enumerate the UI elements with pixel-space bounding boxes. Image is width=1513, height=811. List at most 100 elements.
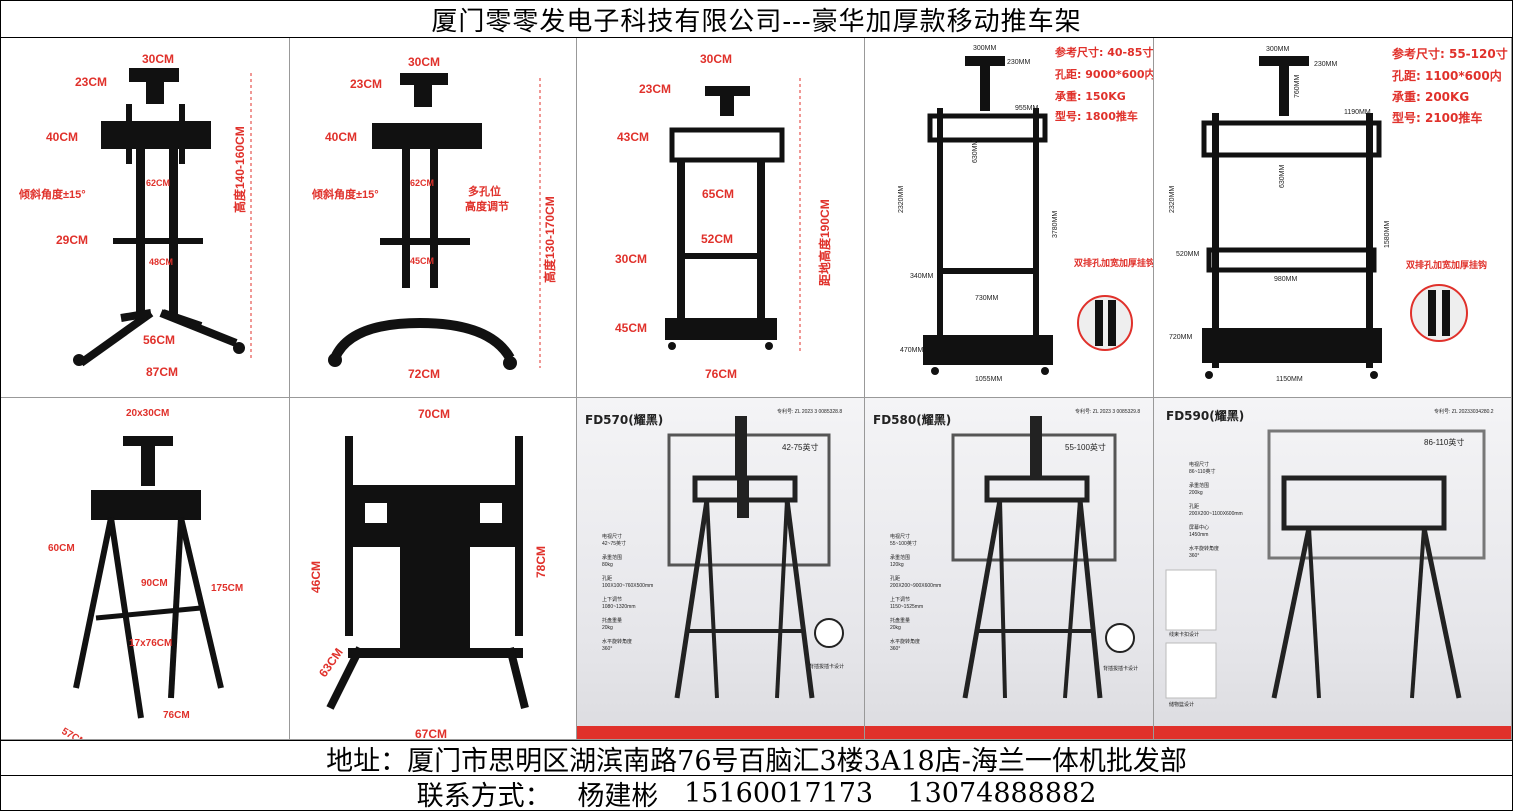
dim-top-6: 20x30CM [126, 408, 169, 419]
feature-10-2: 承重范围 [1189, 482, 1209, 489]
dim-foot-4: 1055MM [975, 376, 1002, 383]
product-cell-2: 30CM 23CM 40CM 倾斜角度±15° 62CM 多孔位 高度调节 45… [290, 38, 577, 398]
dim-panel-6: 60CM [48, 543, 75, 554]
feature-8-0: 电视尺寸 [602, 533, 622, 540]
dim-depth-6: 57CM [60, 726, 89, 740]
feature-8-11: 360° [602, 646, 612, 652]
feature-8-5: 100X100~760X500mm [602, 583, 653, 589]
product-cell-4: 300MM 230MM 955MM 630MM 2320MM 3780MM 34… [865, 38, 1154, 398]
dim-base-h-5: 720MM [1169, 334, 1193, 341]
dim-height-2: 高度130-170CM [542, 196, 557, 283]
feature-10-0: 电视尺寸 [1189, 461, 1209, 468]
dim-pole-5: 760MM [1294, 74, 1301, 98]
stand-diagram-5: 300MM 230MM 760MM 1190MM 630MM 2320MM 15… [1169, 46, 1508, 383]
feature-8-10: 水平旋转角度 [602, 638, 632, 645]
phone-1: 15160017173 [684, 778, 874, 809]
dim-total-5: 2320MM [1169, 186, 1176, 213]
feature-9-4: 孔距 [890, 575, 900, 582]
dim-mount-4: 230MM [1007, 59, 1031, 66]
spec-size-5: 参考尺寸: 55-120寸 [1392, 46, 1508, 61]
dim-mount-3: 23CM [639, 82, 671, 96]
feature-8-3: 80kg [602, 562, 613, 568]
dim-shelf-h-4: 340MM [910, 273, 934, 280]
feature-10-8: 水平旋转角度 [1189, 545, 1219, 552]
patent-10: 专利号: ZL 20233034280.2 [1434, 408, 1494, 415]
feature-8-9: 20kg [602, 625, 613, 631]
dim-height-6: 175CM [211, 583, 243, 594]
feature-9-1: 55~100英寸 [890, 540, 917, 547]
size-label-8: 42-75英寸 [782, 442, 818, 452]
feature-9-5: 200X200~900X600mm [890, 583, 941, 589]
model-name-10: FD590(耀黑) [1166, 409, 1244, 423]
dim-base-1: 56CM [143, 333, 175, 347]
dim-top-3: 30CM [700, 52, 732, 66]
red-banner-10 [1154, 726, 1511, 739]
dim-shelf-5: 1580MM [1384, 221, 1391, 248]
product-photo-9: FD580(耀黑) 专利号: ZL 2023 3 0085329.8 55-10… [865, 408, 1153, 739]
spec-model-5: 型号: 2100推车 [1392, 110, 1482, 125]
spec-hole-4: 孔距: 9000*600内 [1055, 67, 1154, 81]
contact-label: 联系方式： [416, 781, 552, 811]
dim-base-h-4: 470MM [900, 347, 924, 354]
dim-panel-2: 40CM [325, 130, 357, 144]
feature-9-11: 360° [890, 646, 900, 652]
product-cell-9: FD580(耀黑) 专利号: ZL 2023 3 0085329.8 55-10… [865, 398, 1154, 740]
stand-diagram-4: 300MM 230MM 955MM 630MM 2320MM 3780MM 34… [898, 45, 1154, 383]
feature-8-8: 托盘重量 [602, 617, 622, 624]
product-cell-5: 300MM 230MM 760MM 1190MM 630MM 2320MM 15… [1154, 38, 1512, 398]
dim-hole-2: 多孔位 [468, 184, 501, 198]
model-name-8: FD570(耀黑) [585, 413, 663, 427]
dim-adjust-2: 高度调节 [465, 199, 509, 213]
stand-diagram-3: 30CM 23CM 43CM 65CM 52CM 30CM 45CM 76CM … [615, 52, 832, 381]
product-cell-3: 30CM 23CM 43CM 65CM 52CM 30CM 45CM 76CM … [577, 38, 865, 398]
product-photo-8: FD570(耀黑) 专利号: ZL 2023 3 0085328.8 42-75… [577, 408, 864, 739]
product-cell-8: FD570(耀黑) 专利号: ZL 2023 3 0085328.8 42-75… [577, 398, 865, 740]
hook-detail-5 [1410, 284, 1468, 342]
feature-8-6: 上下调节 [602, 596, 622, 603]
dim-height-3: 距地高度190CM [817, 199, 832, 286]
detail-1-10: 线束卡扣设计 [1169, 631, 1199, 638]
dim-foot-5: 1150MM [1276, 376, 1303, 383]
stand-diagram-7: 70CM 46CM 78CM 63CM 67CM [309, 407, 548, 739]
spec-load-5: 承重: 200KG [1392, 89, 1469, 104]
product-grid: 30CM 23CM 40CM 倾斜角度±15° 62CM 29CM 48CM 5… [1, 38, 1512, 740]
feature-9-8: 托盘重量 [890, 617, 910, 624]
detail-2-10: 储物篮设计 [1169, 701, 1194, 708]
stand-diagram-1: 30CM 23CM 40CM 倾斜角度±15° 62CM 29CM 48CM 5… [18, 52, 252, 379]
feature-9-7: 1150~1525mm [890, 604, 923, 610]
feature-10-5: 200X200~1100X600mm [1189, 511, 1243, 517]
feature-8-4: 孔距 [602, 575, 612, 582]
spec-load-4: 承重: 150KG [1055, 89, 1126, 103]
dim-base-h-3: 45CM [615, 321, 647, 335]
feature-10-9: 360° [1189, 553, 1199, 559]
spec-size-4: 参考尺寸: 40-85寸 [1055, 45, 1153, 59]
contact-info: 联系方式： 杨建彬 15160017173 13074888882 [1, 776, 1512, 811]
detail-9: 背插拔插卡设计 [1103, 665, 1138, 672]
red-banner-8 [577, 726, 864, 739]
dim-vesa-3: 65CM [702, 187, 734, 201]
dim-foot-1: 87CM [146, 365, 178, 379]
feature-8-2: 承重范围 [602, 554, 622, 561]
feature-8-1: 42~75英寸 [602, 540, 626, 547]
patent-9: 专利号: ZL 2023 3 0085329.8 [1075, 408, 1140, 415]
feature-10-1: 86~110英寸 [1189, 468, 1215, 475]
dim-top-2: 30CM [408, 55, 440, 69]
model-name-9: FD580(耀黑) [873, 413, 951, 427]
feature-10-7: 1450mm [1189, 532, 1208, 538]
dim-height-7: 78CM [534, 546, 548, 578]
patent-8: 专利号: ZL 2023 3 0085328.8 [777, 408, 842, 415]
hook-label-4: 双排孔加宽加厚挂钩 [1074, 257, 1154, 269]
stand-diagram-2: 30CM 23CM 40CM 倾斜角度±15° 62CM 多孔位 高度调节 45… [311, 55, 557, 381]
size-label-10: 86-110英寸 [1424, 437, 1464, 447]
dim-height-1: 高度140-160CM [232, 126, 247, 213]
dim-top-1: 30CM [142, 52, 174, 66]
dim-panel-7: 46CM [309, 561, 323, 593]
hook-detail-4 [1077, 295, 1133, 351]
dim-depth-7: 63CM [316, 645, 346, 679]
dim-top-5: 300MM [1266, 46, 1290, 53]
dim-shelf-w-2: 45CM [410, 256, 434, 266]
feature-9-9: 20kg [890, 625, 901, 631]
spec-model-4: 型号: 1800推车 [1055, 109, 1138, 123]
hook-label-5: 双排孔加宽加厚挂钩 [1406, 259, 1487, 271]
dim-vesa-6: 90CM [141, 578, 168, 589]
